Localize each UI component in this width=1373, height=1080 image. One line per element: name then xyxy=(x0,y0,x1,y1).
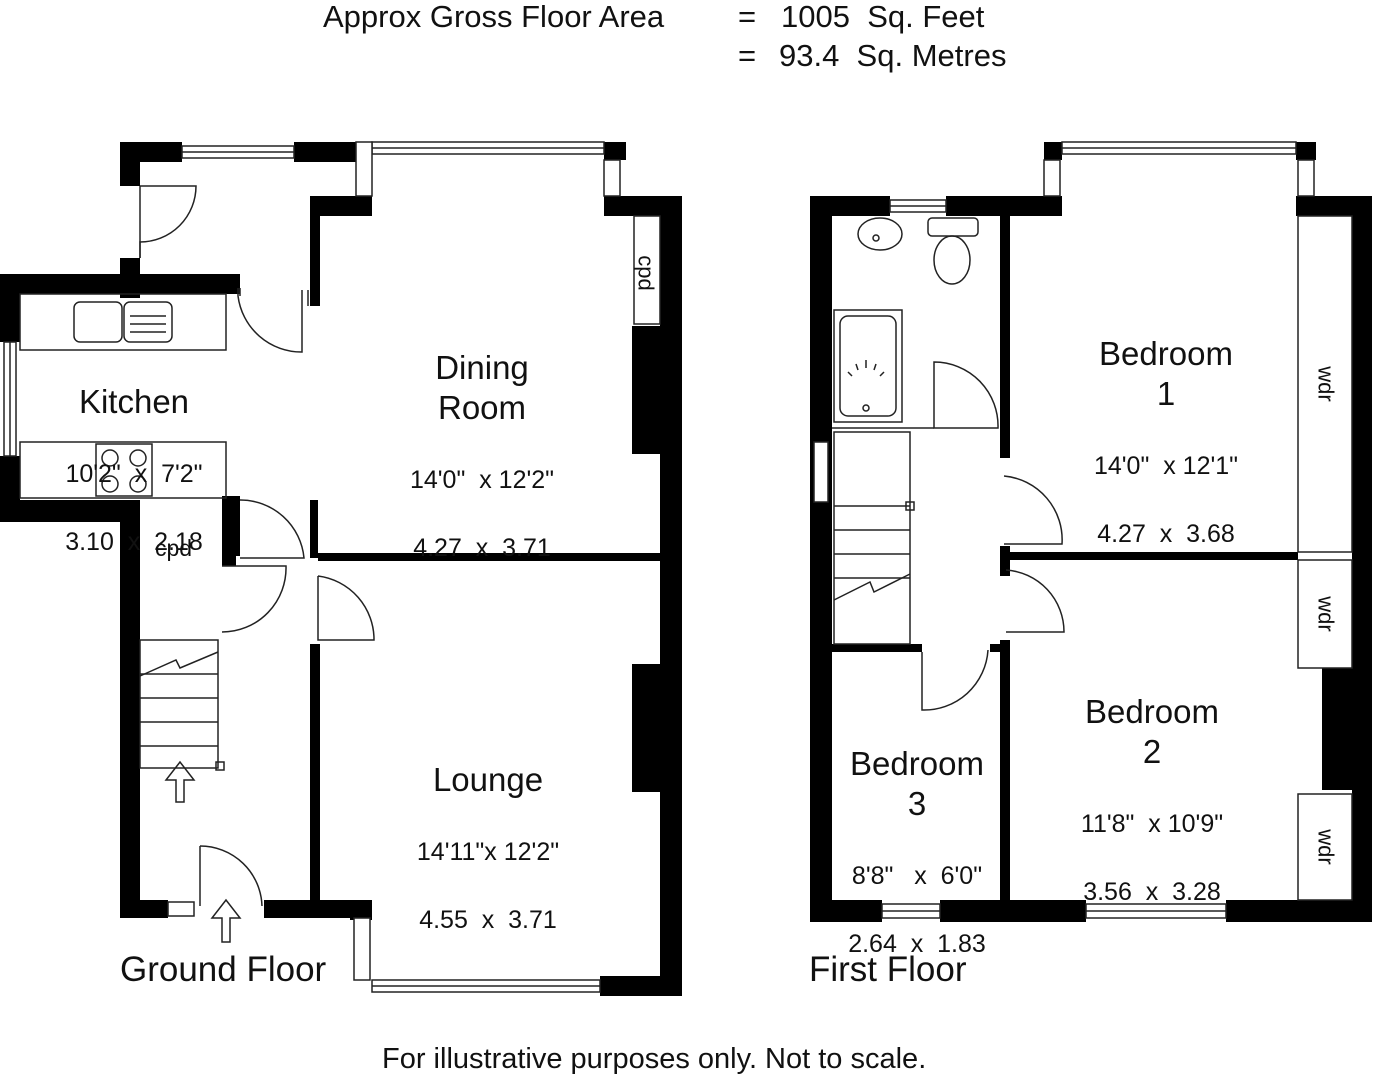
room-dining-name: Dining Room xyxy=(435,349,529,426)
ground-floor-walls xyxy=(0,142,682,996)
room-bedroom-1: Bedroom 1 14'0" x 12'1" 4.27 x 3.68 xyxy=(1094,298,1238,568)
room-bedroom-3-name: Bedroom 3 xyxy=(850,745,984,822)
area-sqm: 93.4 Sq. Metres xyxy=(779,38,1007,73)
ground-floor-windows xyxy=(3,141,621,993)
hall-cupboard-label: cpd xyxy=(155,535,193,561)
room-bedroom-1-metric: 4.27 x 3.68 xyxy=(1097,520,1235,548)
room-bedroom-1-imperial: 14'0" x 12'1" xyxy=(1093,452,1239,480)
room-bedroom-2: Bedroom 2 11'8" x 10'9" 3.56 x 3.28 xyxy=(1081,656,1223,926)
room-kitchen-metric: 3.10 x 2.18 xyxy=(65,528,203,556)
room-bedroom-2-metric: 3.56 x 3.28 xyxy=(1083,878,1221,906)
room-dining-imperial: 14'0" x 12'2" xyxy=(409,466,555,494)
room-lounge-imperial: 14'11"x 12'2" xyxy=(416,838,560,866)
bedroom-2-wardrobe-label-bottom: wdr xyxy=(1313,829,1339,865)
area-equals-1: = xyxy=(738,0,757,34)
ground-floor-label: Ground Floor xyxy=(120,950,327,989)
room-bedroom-3-imperial: 8'8" x 6'0" xyxy=(851,862,983,890)
room-lounge-metric: 4.55 x 3.71 xyxy=(419,906,557,934)
room-kitchen-name: Kitchen xyxy=(78,383,190,420)
room-bedroom-2-name: Bedroom 2 xyxy=(1085,693,1219,770)
room-bedroom-1-name: Bedroom 1 xyxy=(1099,335,1233,412)
room-bedroom-3-metric: 2.64 x 1.83 xyxy=(848,930,986,958)
room-bedroom-3: Bedroom 3 8'8" x 6'0" 2.64 x 1.83 xyxy=(848,708,986,978)
dining-cupboard-label: cpd xyxy=(633,255,659,291)
first-floor-windows xyxy=(813,141,1315,919)
area-sqft: 1005 Sq. Feet xyxy=(781,0,985,34)
disclaimer-footer: For illustrative purposes only. Not to s… xyxy=(382,1043,927,1075)
ground-floor-fixtures xyxy=(19,185,661,943)
room-dining-metric: 4.27 x 3.71 xyxy=(413,534,551,562)
room-kitchen-imperial: 10'2" x 7'2" xyxy=(65,460,203,488)
area-equals-2: = xyxy=(738,38,757,73)
bedroom-1-wardrobe-label: wdr xyxy=(1313,366,1339,402)
first-floor-walls xyxy=(810,142,1372,922)
room-bedroom-2-imperial: 11'8" x 10'9" xyxy=(1080,810,1224,838)
room-lounge: Lounge 14'11"x 12'2" 4.55 x 3.71 xyxy=(417,724,559,954)
bedroom-2-wardrobe-label-top: wdr xyxy=(1313,596,1339,632)
room-dining: Dining Room 14'0" x 12'2" 4.27 x 3.71 xyxy=(410,312,554,582)
first-floor-label: First Floor xyxy=(809,950,967,989)
room-lounge-name: Lounge xyxy=(432,761,544,798)
area-label: Approx Gross Floor Area xyxy=(323,0,665,34)
room-kitchen: Kitchen 10'2" x 7'2" 3.10 x 2.18 xyxy=(65,346,203,576)
first-floor-fixtures xyxy=(832,215,1353,901)
